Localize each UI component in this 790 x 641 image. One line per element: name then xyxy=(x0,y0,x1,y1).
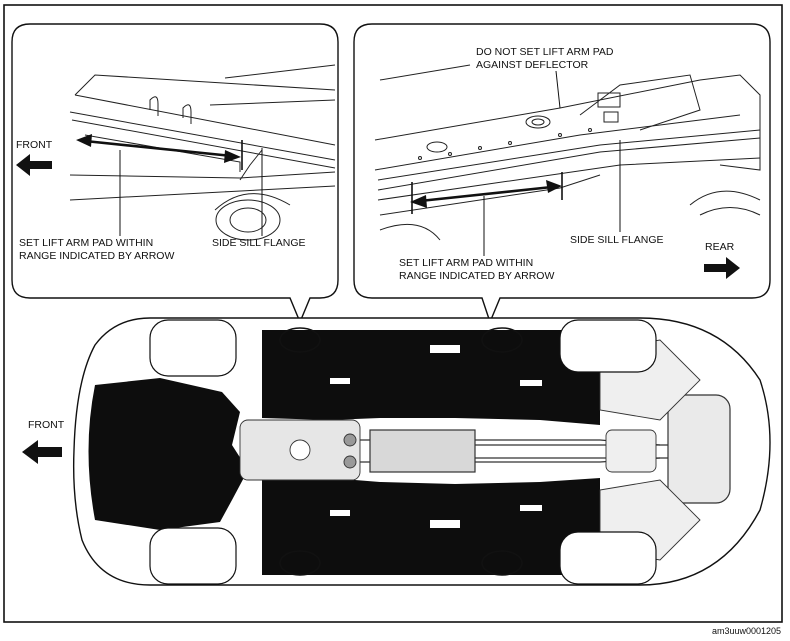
lift-points xyxy=(279,327,523,576)
wheel-front-left xyxy=(149,319,237,377)
right-rear-label: REAR xyxy=(705,241,735,253)
underbody-front-arrow-icon xyxy=(22,440,62,464)
right-flange-label: SIDE SILL FLANGE xyxy=(570,234,664,246)
right-deflector-leader xyxy=(555,70,561,109)
right-range-label-line2: RANGE INDICATED BY ARROW xyxy=(399,270,554,282)
wheel-rear-left xyxy=(559,319,657,373)
lift-point-rear-left xyxy=(481,327,523,353)
front-undercover xyxy=(88,378,248,530)
right-rear-arrow-icon xyxy=(704,257,740,279)
underbody-view: FRONT xyxy=(22,317,771,586)
front-subframe xyxy=(239,419,361,481)
right-deflector-label-line2: AGAINST DEFLECTOR xyxy=(476,59,589,71)
floor-panel-upper xyxy=(262,330,600,425)
right-callout: DO NOT SET LIFT ARM PAD AGAINST DEFLECTO… xyxy=(353,23,771,324)
right-deflector-label-line1: DO NOT SET LIFT ARM PAD xyxy=(476,46,614,58)
lift-point-rear-right xyxy=(481,550,523,576)
figure-code: am3uuw0001205 xyxy=(712,626,781,636)
left-front-arrow-icon xyxy=(16,154,52,176)
underbody-front-label: FRONT xyxy=(28,419,65,431)
lift-point-front-left xyxy=(279,327,321,353)
left-flange-label: SIDE SILL FLANGE xyxy=(212,237,306,249)
exhaust-system xyxy=(240,394,731,504)
right-range-label-line1: SET LIFT ARM PAD WITHIN xyxy=(399,257,533,269)
left-range-label-line1: SET LIFT ARM PAD WITHIN xyxy=(19,237,153,249)
left-sill-drawing xyxy=(69,64,336,241)
left-range-label-line2: RANGE INDICATED BY ARROW xyxy=(19,250,174,262)
wheel-rear-right xyxy=(559,531,657,585)
left-range-arrow xyxy=(76,134,243,170)
left-callout-bubble xyxy=(11,23,339,324)
wheel-front-right xyxy=(149,527,237,585)
right-range-arrow xyxy=(410,172,563,214)
wheels xyxy=(149,319,657,585)
left-front-label: FRONT xyxy=(16,139,53,151)
panel-marks xyxy=(330,345,542,528)
lift-point-front-right xyxy=(279,550,321,576)
left-callout: FRONT SET LIFT ARM PAD WITHIN RANGE INDI… xyxy=(11,23,339,324)
